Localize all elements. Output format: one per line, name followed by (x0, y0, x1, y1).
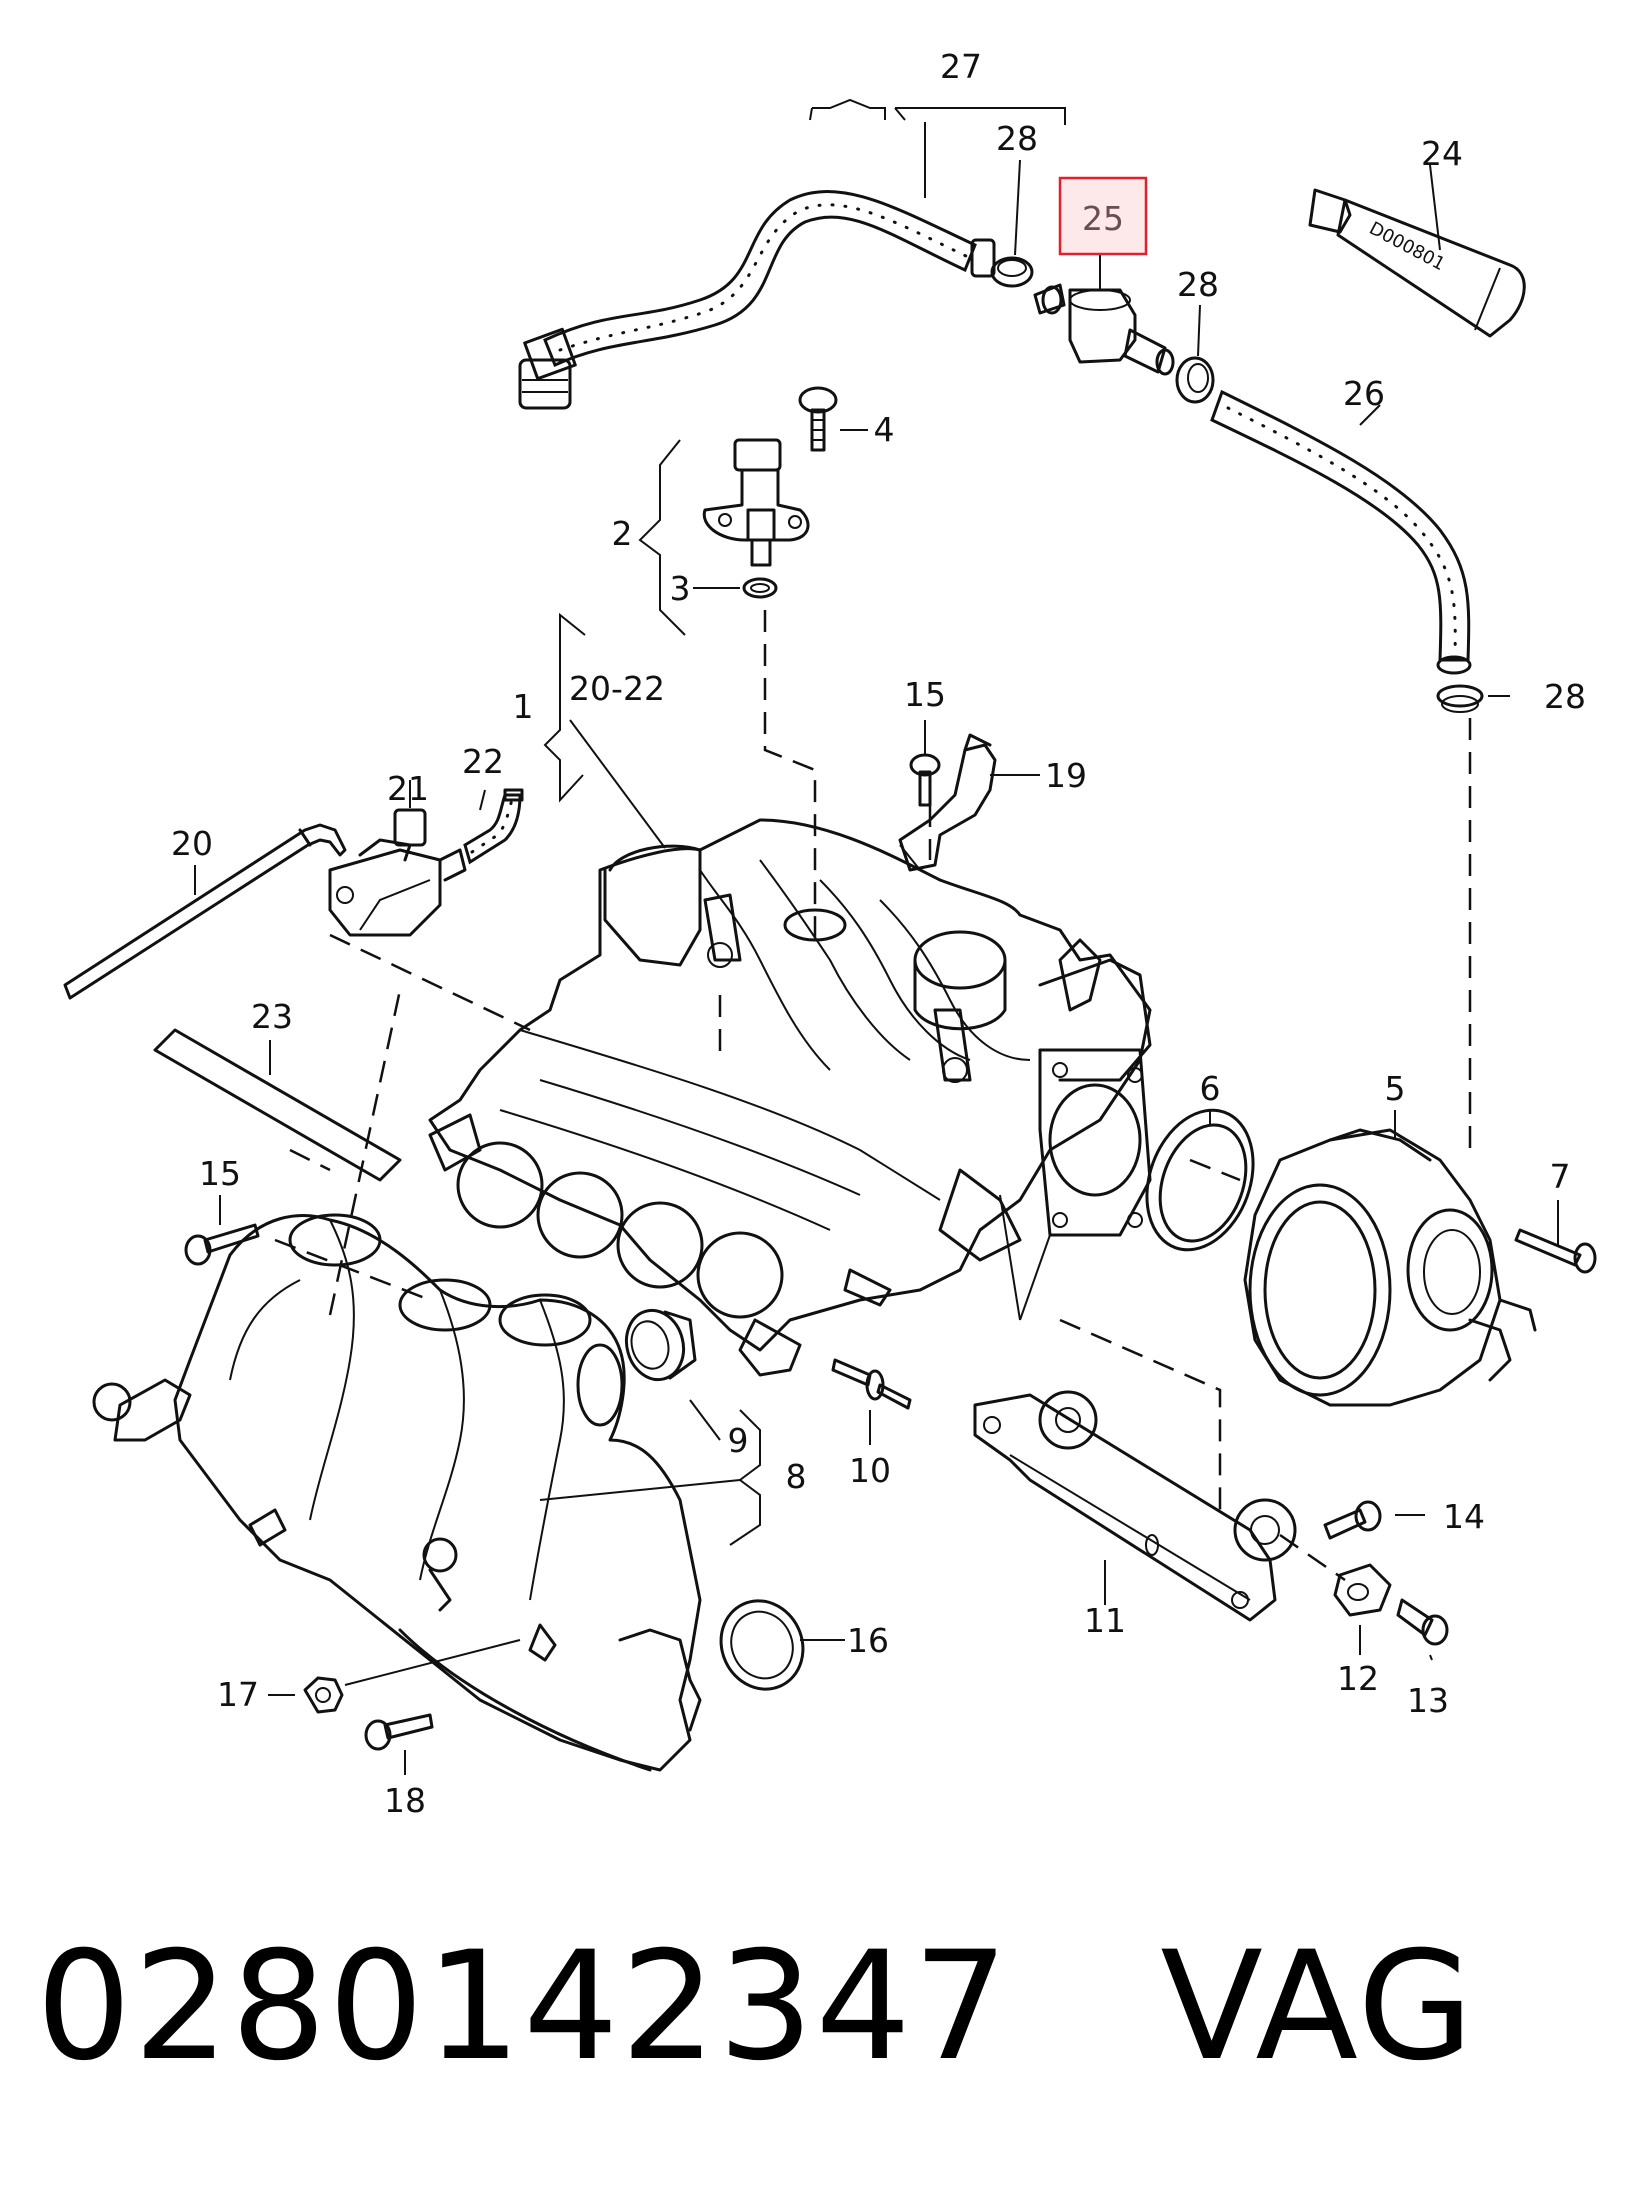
label-24: 24 (1421, 134, 1463, 173)
label-8: 8 (786, 1457, 807, 1496)
sealant-tube-24: D000801 (1308, 188, 1526, 338)
label-9: 9 (728, 1421, 749, 1460)
part-number: 0280142347 (36, 1920, 1011, 2094)
bracket-20-22 (543, 612, 586, 803)
label-22: 22 (462, 742, 504, 781)
label-21: 21 (387, 769, 429, 808)
bolt-15-lower (184, 1223, 260, 1266)
label-5: 5 (1385, 1069, 1406, 1108)
label-18: 18 (384, 1781, 426, 1820)
bolt-13 (1396, 1598, 1449, 1646)
highlight-box (1058, 176, 1148, 256)
label-2: 2 (612, 514, 633, 553)
label-20: 20 (171, 824, 213, 863)
valve-25 (1033, 283, 1175, 376)
part-labels: 27 28 25 24 28 26 4 2 3 28 1 20-22 15 19… (171, 47, 1586, 1820)
part-caption: 0280142347 VAG (36, 1920, 1476, 2094)
bolt-7 (1514, 1228, 1597, 1274)
label-23: 23 (251, 997, 293, 1036)
label-27: 27 (940, 47, 982, 86)
bolt-4 (798, 386, 838, 452)
seal-9 (624, 1308, 697, 1382)
label-26: 26 (1343, 374, 1385, 413)
bracket-19 (898, 733, 997, 872)
leader-lines (194, 98, 1559, 1775)
label-17: 17 (217, 1675, 259, 1714)
nut-17 (303, 1676, 344, 1714)
label-7: 7 (1550, 1157, 1571, 1196)
pipe-20 (63, 823, 347, 1000)
label-14: 14 (1443, 1497, 1485, 1536)
gasket-6 (1145, 1108, 1255, 1252)
label-20-22: 20-22 (569, 669, 665, 708)
intake-manifold-upper-1 (428, 818, 1152, 1377)
label-15-lower: 15 (199, 1154, 241, 1193)
label-6: 6 (1200, 1069, 1221, 1108)
clamp-28-lower (1436, 684, 1484, 713)
bolt-15-upper (909, 753, 941, 807)
intake-manifold-lower-8 (92, 1213, 702, 1772)
label-11: 11 (1084, 1601, 1126, 1640)
clamp-28-middle (1175, 356, 1215, 404)
label-28-upper: 28 (996, 119, 1038, 158)
sensor-2 (702, 438, 810, 567)
clip-12 (1333, 1563, 1392, 1617)
foam-strip-23 (153, 1028, 402, 1182)
bolt-10 (831, 1358, 912, 1410)
alignment-lines (274, 610, 1472, 1582)
brand-name: VAG (1160, 1920, 1476, 2094)
hose-26 (1210, 389, 1472, 675)
label-1: 1 (513, 687, 534, 726)
clamp-28-upper (990, 256, 1034, 288)
bolt-14 (1323, 1500, 1382, 1540)
label-16: 16 (847, 1621, 889, 1660)
label-28-middle: 28 (1177, 265, 1219, 304)
label-4: 4 (874, 410, 895, 449)
fuel-rail-11 (973, 1390, 1297, 1622)
hose-27 (518, 190, 996, 410)
valve-21 (328, 808, 467, 937)
bracket-2 (638, 439, 686, 636)
throttle-body-5 (1243, 1128, 1537, 1407)
label-25[interactable]: 25 (1082, 199, 1124, 238)
seal-3 (742, 577, 778, 599)
label-3: 3 (670, 569, 691, 608)
hose-22 (463, 788, 524, 865)
label-13: 13 (1407, 1681, 1449, 1720)
gasket-16 (719, 1599, 805, 1691)
bolt-18 (364, 1713, 434, 1751)
label-19: 19 (1045, 756, 1087, 795)
label-15-upper: 15 (904, 675, 946, 714)
tube-marking: D000801 (1366, 218, 1449, 275)
label-12: 12 (1337, 1659, 1379, 1698)
label-28-lower: 28 (1544, 677, 1586, 716)
label-10: 10 (849, 1451, 891, 1490)
